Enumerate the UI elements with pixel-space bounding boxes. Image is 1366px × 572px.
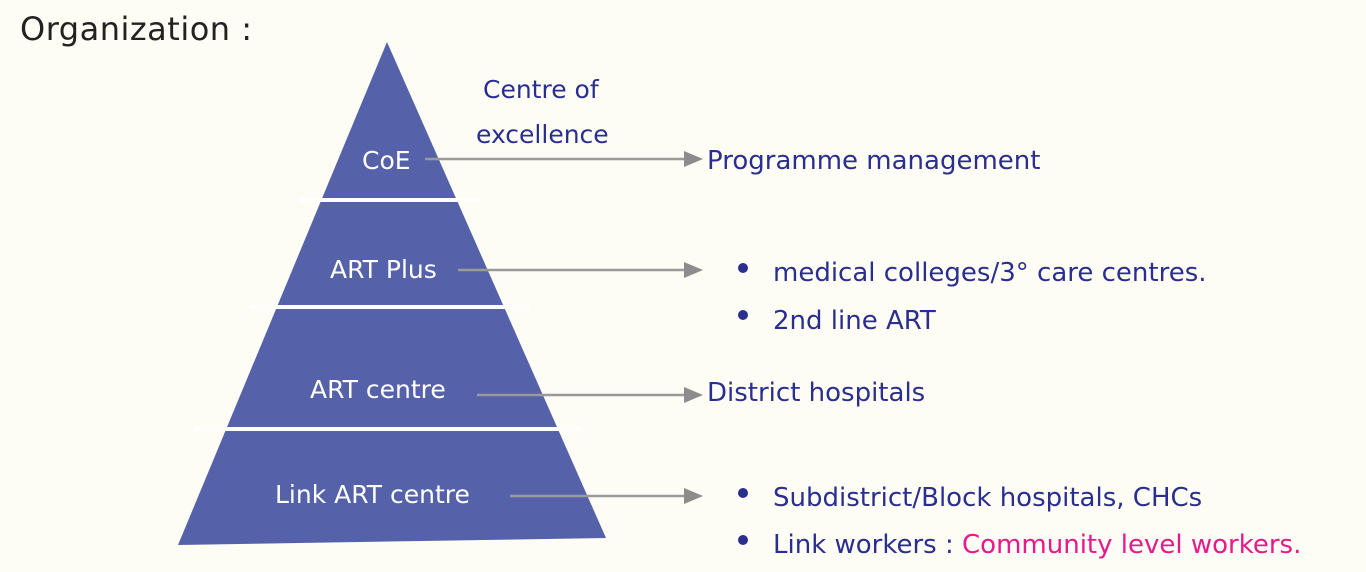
level-label-art-centre: ART centre	[310, 375, 446, 404]
desc-art-plus-1: medical colleges/3° care centres.	[773, 258, 1207, 288]
level-label-art-plus: ART Plus	[330, 255, 437, 284]
pyramid-shape	[178, 42, 606, 545]
community-workers-highlight: Community level workers.	[962, 530, 1301, 560]
bullet-icon	[738, 535, 748, 545]
arrow-link-art-centre	[510, 488, 703, 504]
bullet-icon	[738, 488, 748, 498]
bullet-icon	[738, 263, 748, 273]
level-label-link-art-centre: Link ART centre	[275, 480, 470, 509]
desc-link-art-centre-1: Subdistrict/Block hospitals, CHCs	[773, 483, 1202, 513]
coe-note-line-1: Centre of	[483, 75, 600, 104]
page-title: Organization :	[20, 10, 253, 48]
arrow-art-plus	[458, 262, 703, 278]
desc-coe: Programme management	[707, 146, 1040, 176]
link-workers-label: Link workers :	[773, 530, 962, 560]
desc-link-art-centre-2: Link workers : Community level workers.	[773, 530, 1301, 560]
level-label-coe: CoE	[362, 146, 411, 175]
bullet-icon	[738, 310, 748, 320]
coe-note-line-2: excellence	[476, 120, 609, 149]
desc-art-plus-2: 2nd line ART	[773, 306, 936, 336]
arrow-art-centre	[477, 387, 703, 403]
arrow-coe	[425, 151, 703, 167]
desc-art-centre: District hospitals	[707, 378, 925, 408]
